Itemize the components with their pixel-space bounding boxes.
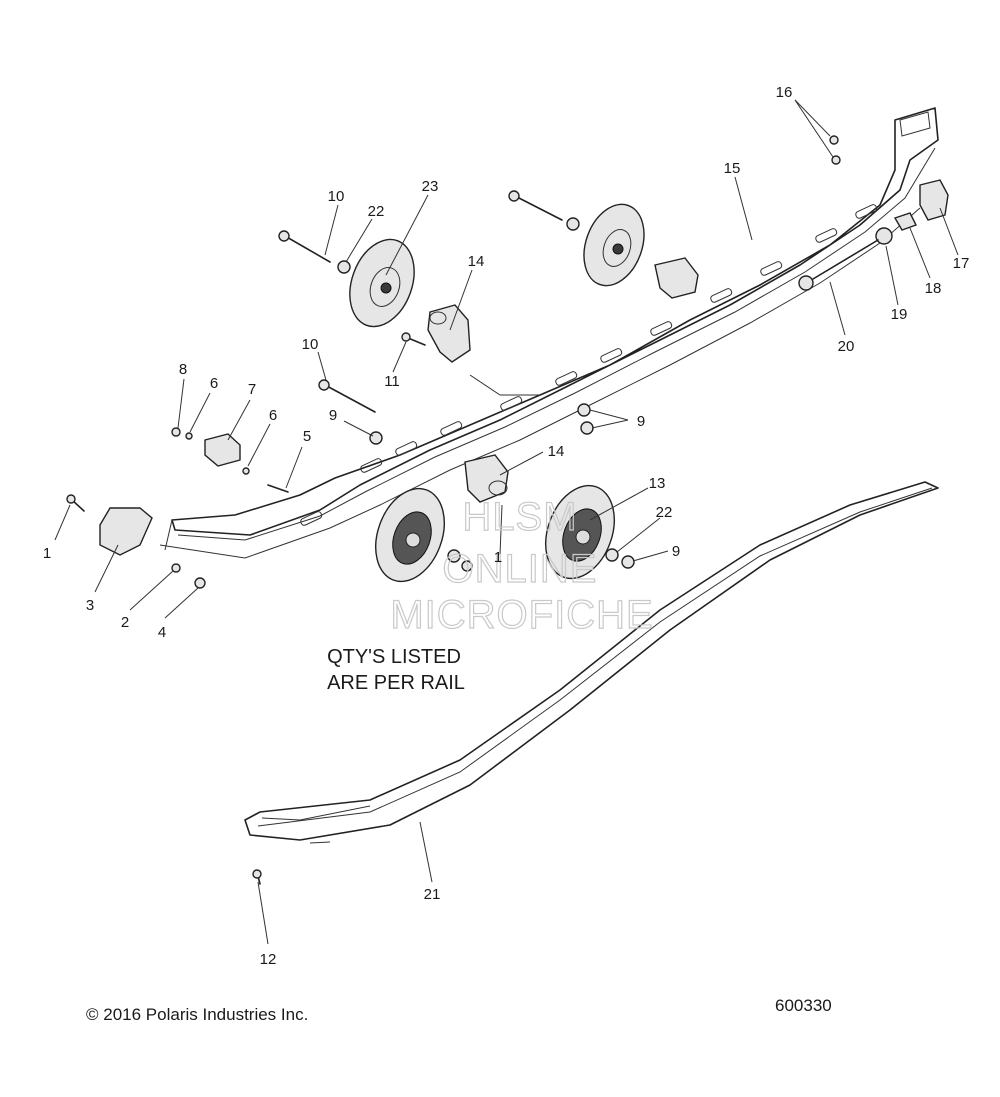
copyright-text: © 2016 Polaris Industries Inc. [86,1005,308,1024]
callout-1-center: 1 [494,549,502,566]
callout-5: 5 [303,428,311,445]
nuts-9 [369,403,635,572]
part-7-block [204,433,241,467]
wheel-23 [349,238,415,328]
callout-2: 2 [121,614,129,631]
callout-23: 23 [422,178,439,195]
callout-18: 18 [925,280,942,297]
callout-16: 16 [776,84,793,101]
callout-9-left: 9 [329,407,337,424]
callout-15: 15 [724,160,741,177]
wheel-13 [545,484,615,580]
callout-11: 11 [384,373,400,390]
watermark-line-2: ONLINE [443,547,598,591]
callout-9-center: 9 [637,413,645,430]
part-20-bolt [798,239,879,291]
callout-3: 3 [86,597,94,614]
callout-21: 21 [424,886,441,903]
watermark: HLSM ONLINE MICROFICHE [390,494,654,637]
callout-14-lower: 14 [548,443,565,460]
bracket-14-upper [427,304,471,363]
callout-22-lower: 22 [656,504,673,521]
rail-frame [159,107,939,559]
rail-slide [244,481,939,844]
callout-6-upper: 6 [210,375,218,392]
callout-labels: 1 2 3 4 6 8 7 6 5 9 10 11 10 22 23 14 9 … [43,84,970,968]
callout-19: 19 [891,306,908,323]
callout-17: 17 [953,255,970,272]
callout-6-lower: 6 [269,407,277,424]
callout-9-right: 9 [672,543,680,560]
callout-7: 7 [248,381,256,398]
callout-4: 4 [158,624,166,641]
callout-1: 1 [43,545,51,562]
callout-20: 20 [838,338,855,355]
bolts-10 [278,190,563,413]
callout-8: 8 [179,361,187,378]
wheel-upper [583,203,645,287]
note-line-2: ARE PER RAIL [327,672,465,694]
callout-22-upper: 22 [368,203,385,220]
figure-id: 600330 [775,996,832,1015]
wheel-13-lower-left [375,487,445,583]
part-19-nut [875,227,893,245]
note-line-1: QTY'S LISTED [327,646,461,668]
callout-14-upper: 14 [468,253,485,270]
callout-10-lower: 10 [302,336,319,353]
part-17-bracket [919,179,949,221]
bracket-14-lower [464,454,509,503]
part-3-bumper [99,507,153,556]
quantity-note: QTY'S LISTED ARE PER RAIL [327,646,465,694]
callout-10-upper: 10 [328,188,345,205]
watermark-line-1: HLSM [462,495,577,539]
small-fasteners [66,135,841,885]
callout-13: 13 [649,475,666,492]
watermark-line-3: MICROFICHE [390,593,653,637]
leader-lines [54,99,959,945]
washers-22 [337,217,619,563]
part-18-spacer [893,212,917,231]
callout-12: 12 [260,951,277,968]
bracket-14-upper-right [654,257,699,299]
